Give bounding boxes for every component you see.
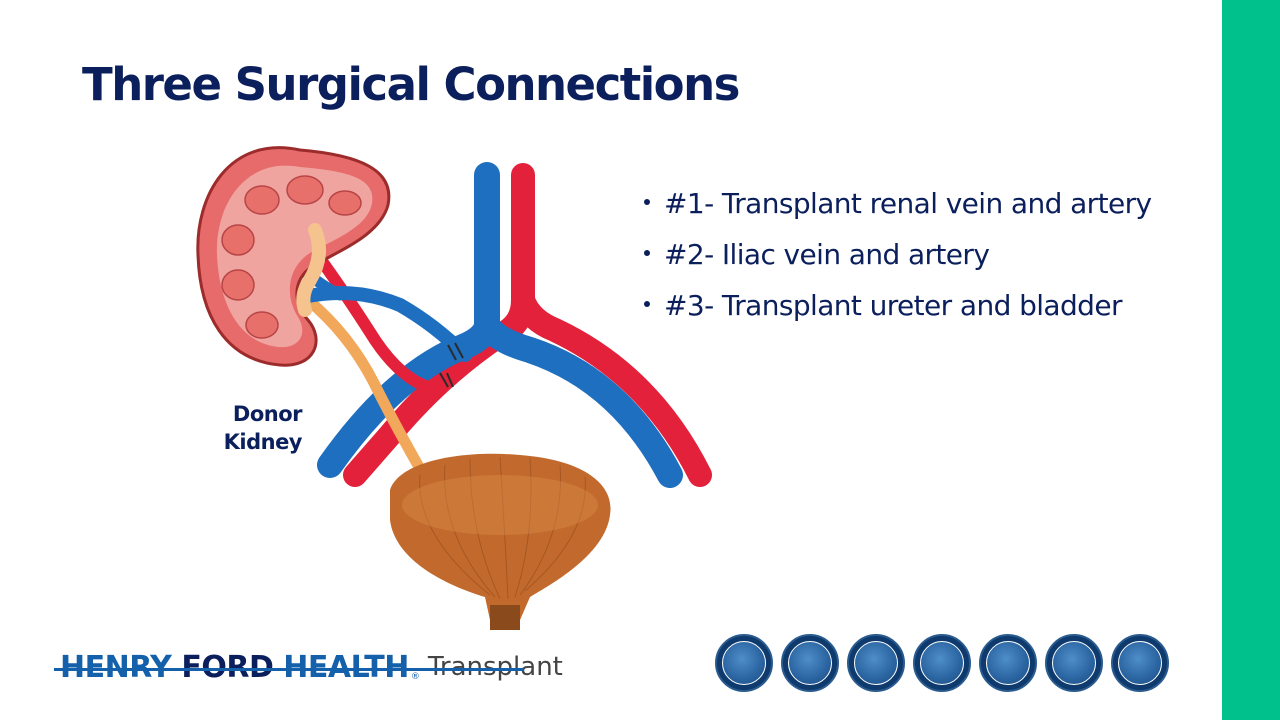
brand-part-henry: HENRY — [60, 649, 182, 685]
donor-kidney — [196, 146, 391, 367]
vein — [317, 162, 683, 488]
kidney-icon — [715, 634, 773, 692]
brand-wordmark: HENRY FORD HEALTH — [54, 649, 524, 685]
registered-mark: ® — [410, 672, 420, 682]
cell-icon — [1045, 634, 1103, 692]
heart-icon — [913, 634, 971, 692]
lungs-icon — [979, 634, 1037, 692]
brand-subtitle: Transplant — [427, 652, 563, 682]
bullet-text: #3- Transplant ureter and bladder — [664, 289, 1122, 322]
brand-part-ford: FORD — [181, 649, 274, 685]
bullet-item: #2- Iliac vein and artery — [644, 229, 1151, 280]
donor-label-line2: Kidney — [223, 430, 303, 454]
bullet-text: #2- Iliac vein and artery — [664, 238, 990, 271]
intestine-icon — [1111, 634, 1169, 692]
bladder — [390, 453, 611, 630]
kidney-transplant-diagram — [196, 146, 712, 630]
accent-sidebar — [1222, 0, 1280, 720]
bullet-text: #1- Transplant renal vein and artery — [664, 187, 1152, 220]
renal-artery — [304, 239, 446, 396]
bullet-item: #1- Transplant renal vein and artery — [644, 178, 1152, 229]
organ-icon-row — [715, 634, 1169, 692]
bullet-list: #1- Transplant renal vein and artery #2-… — [644, 178, 1152, 331]
bullet-dot-icon — [644, 199, 650, 205]
donor-kidney-label: Donor Kidney — [218, 400, 303, 456]
logo-crossbar — [54, 667, 524, 671]
henry-ford-health-logo: HENRY FORD HEALTH ® Transplant — [54, 645, 563, 689]
pancreas-icon — [847, 634, 905, 692]
liver-icon — [781, 634, 839, 692]
brand-part-health: HEALTH — [273, 649, 409, 685]
donor-label-line1: Donor — [232, 402, 303, 426]
bullet-dot-icon — [644, 301, 650, 307]
bullet-item: #3- Transplant ureter and bladder — [644, 280, 1151, 331]
bullet-dot-icon — [644, 250, 650, 256]
slide-title: Three Surgical Connections — [82, 58, 740, 111]
